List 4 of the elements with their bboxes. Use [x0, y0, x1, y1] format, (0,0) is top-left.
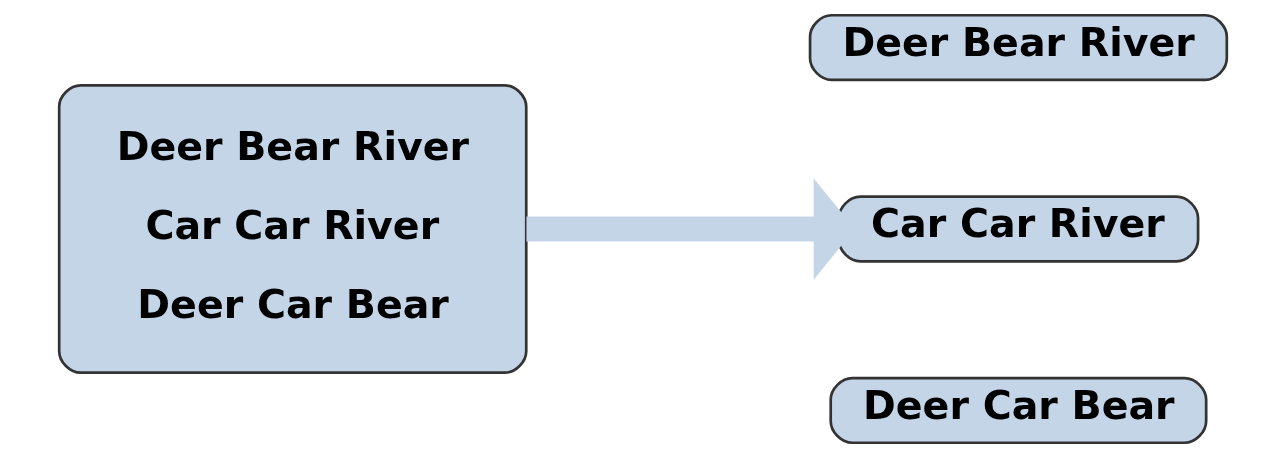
- node-box: Deer Car Bear: [829, 376, 1208, 445]
- node-box: Deer Bear River: [808, 13, 1229, 82]
- node-box: Car Car River: [837, 195, 1200, 263]
- node-box: Deer Bear River Car Car River Deer Car Bear: [57, 83, 528, 375]
